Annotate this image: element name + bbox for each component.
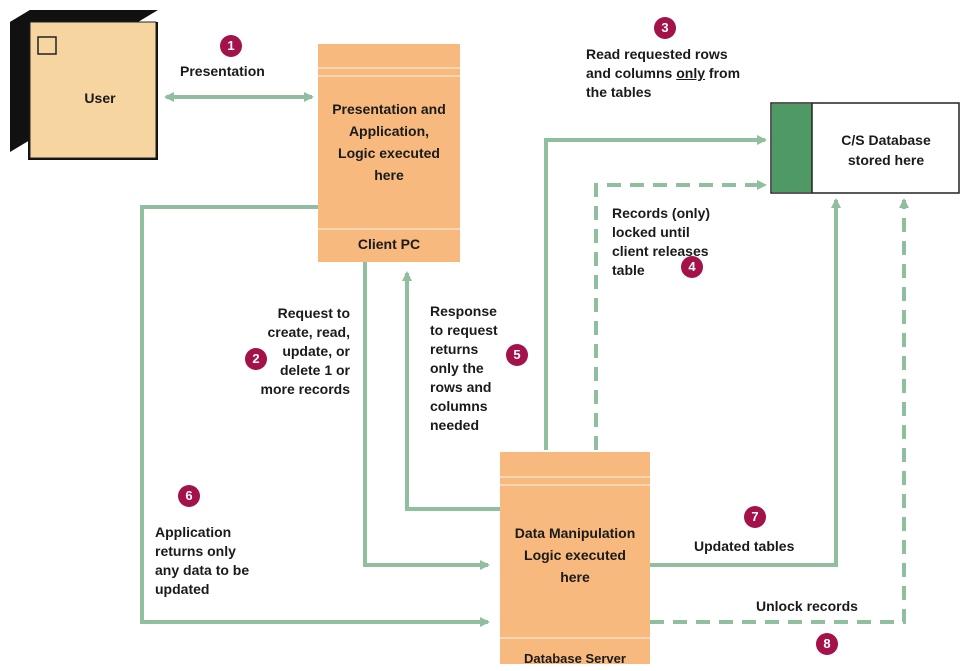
step-label-6: Application returns only any data to be … bbox=[155, 524, 250, 597]
step-label-3b: only bbox=[676, 65, 706, 81]
step-label-3c: from the tables bbox=[586, 65, 741, 100]
server-box-shape bbox=[500, 452, 650, 664]
database-box-shape bbox=[770, 102, 960, 194]
client-box-footer: Client PC bbox=[357, 236, 421, 252]
server-box-footer: Database Server bbox=[524, 651, 626, 666]
step-badge-4: 4 bbox=[681, 256, 703, 278]
step-badge-3: 3 bbox=[654, 17, 676, 39]
arrow-lock-records bbox=[594, 180, 767, 450]
step-label-8: Unlock records bbox=[756, 598, 858, 614]
step-label-3: Read requested rows and columns only fro… bbox=[586, 45, 756, 102]
arrow-response bbox=[402, 271, 500, 511]
step-label-1: Presentation bbox=[180, 63, 265, 79]
step-label-7: Updated tables bbox=[694, 538, 795, 554]
user-box-shape bbox=[10, 10, 158, 160]
database-label: C/S Database stored here bbox=[841, 132, 931, 168]
step-badge-5: 5 bbox=[506, 344, 528, 366]
step-badge-7: 7 bbox=[744, 506, 766, 528]
step-label-3a: Read requested rows and columns bbox=[586, 46, 728, 81]
arrow-application-returns bbox=[140, 205, 490, 627]
arrow-updated-tables bbox=[650, 198, 841, 567]
step-badge-2: 2 bbox=[245, 348, 267, 370]
step-label-4: Records (only) locked until client relea… bbox=[612, 205, 711, 278]
arrow-unlock-records bbox=[650, 198, 909, 624]
user-label: User bbox=[84, 90, 116, 106]
server-box-title: Data Manipulation Logic executed here bbox=[514, 525, 636, 585]
step-badge-8: 8 bbox=[816, 633, 838, 655]
step-label-2: Request to create, read, update, or dele… bbox=[260, 305, 350, 397]
step-badge-6: 6 bbox=[178, 485, 200, 507]
step-badge-1: 1 bbox=[220, 35, 242, 57]
client-box-title: Presentation and Application, Logic exec… bbox=[332, 101, 446, 183]
arrow-read-tables bbox=[544, 135, 767, 450]
step-label-5: Response to request returns only the row… bbox=[430, 303, 498, 433]
arrow-request bbox=[363, 262, 490, 570]
client-box-shape bbox=[318, 44, 460, 262]
